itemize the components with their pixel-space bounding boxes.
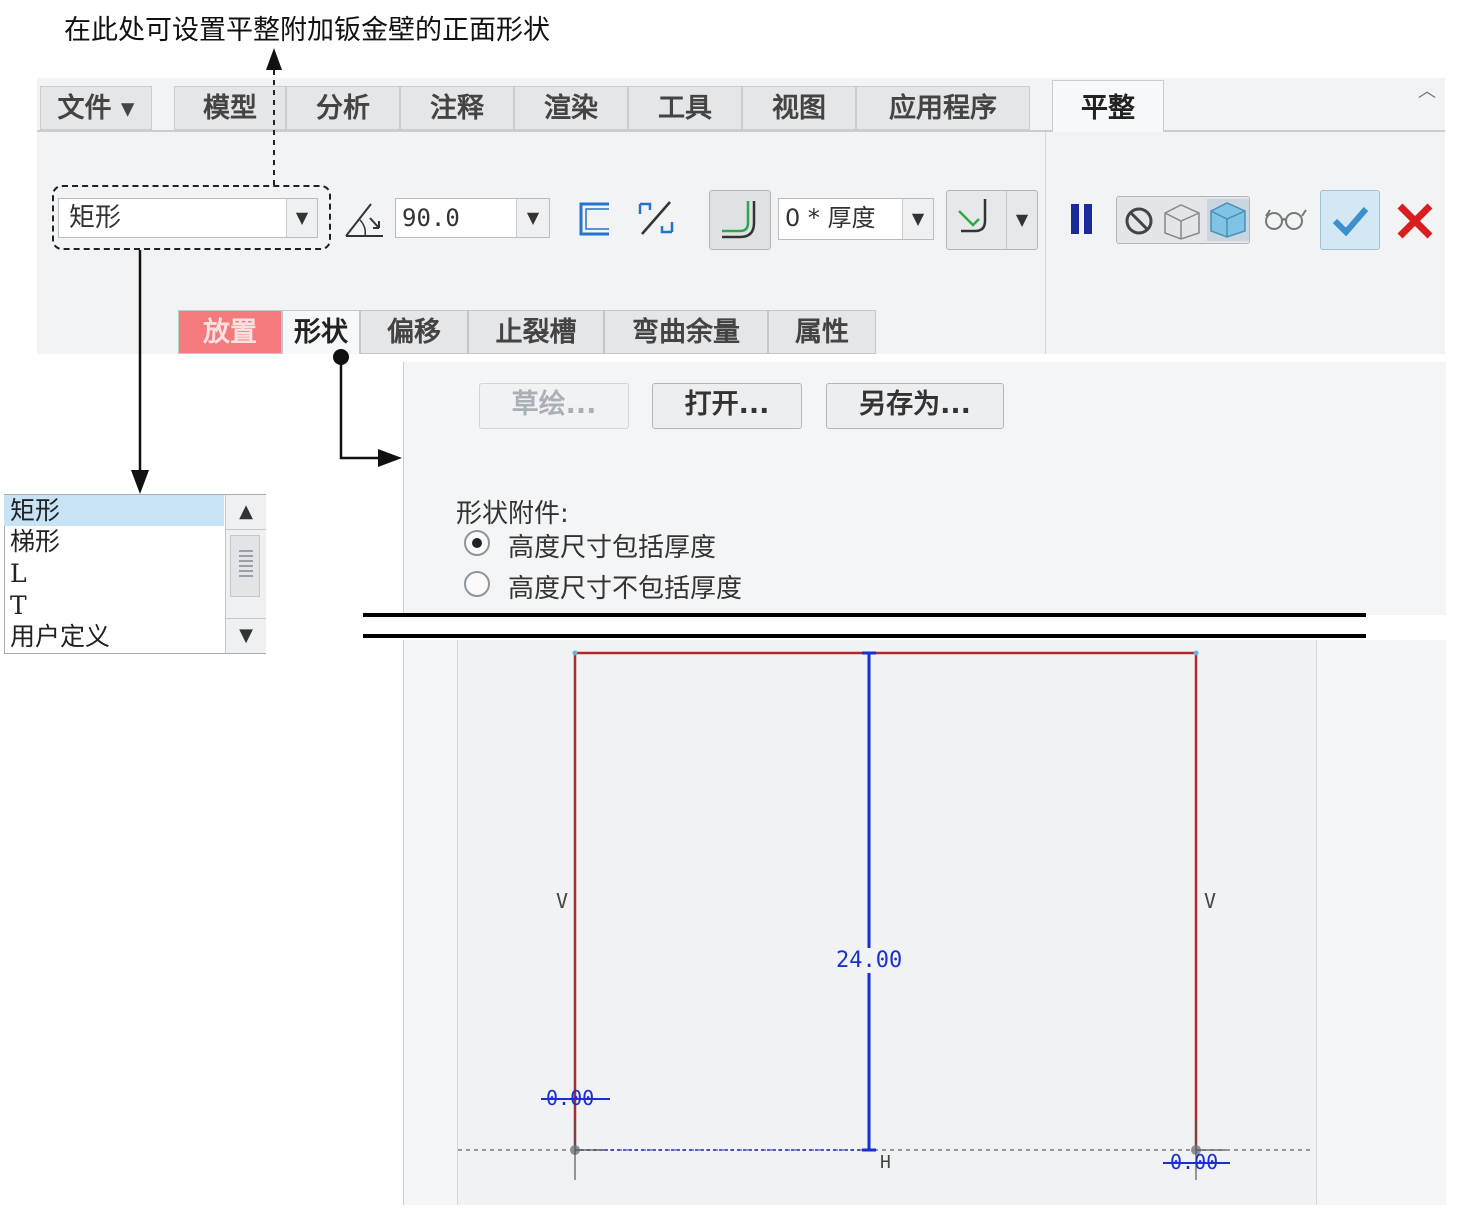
tab-annotate[interactable]: 注释 xyxy=(400,86,514,130)
radio-include-thickness-label: 高度尺寸包括厚度 xyxy=(508,533,717,563)
chevron-down-icon[interactable]: ▼ xyxy=(516,199,549,237)
angle-icon xyxy=(343,196,387,240)
confirm-button[interactable] xyxy=(1320,190,1380,250)
list-scrollbar[interactable]: ▲ ▼ xyxy=(225,495,266,653)
radio-exclude-thickness-label: 高度尺寸不包括厚度 xyxy=(508,574,743,604)
angle-combo[interactable]: 90.0 ▼ xyxy=(395,198,550,238)
checkmark-icon xyxy=(1332,207,1369,237)
no-preview-icon[interactable] xyxy=(1121,203,1157,239)
right-offset-dimension[interactable]: 0.00 xyxy=(1170,1150,1219,1174)
verify-glasses-icon[interactable] xyxy=(1262,204,1308,234)
break-line-top xyxy=(363,613,1366,617)
vertical-constraint-right: V xyxy=(1204,889,1217,913)
flip-thickness-icon[interactable] xyxy=(636,198,676,238)
tab-underline xyxy=(37,130,1445,132)
subtab-offset[interactable]: 偏移 xyxy=(360,310,468,354)
tab-tools[interactable]: 工具 xyxy=(628,86,742,130)
bend-radius-icon xyxy=(722,201,756,239)
shape-combo-value: 矩形 xyxy=(69,203,122,233)
cancel-button[interactable] xyxy=(1392,198,1438,244)
chevron-down-icon[interactable]: ▼ xyxy=(1006,191,1037,249)
collapse-ribbon-icon[interactable]: ︿ xyxy=(1418,81,1436,102)
open-button[interactable]: 打开... xyxy=(652,383,802,429)
sketch-button[interactable]: 草绘... xyxy=(479,383,629,429)
vertical-constraint-left: V xyxy=(556,889,569,913)
sketch-canvas[interactable] xyxy=(457,640,1317,1205)
callout-shape-arrow xyxy=(339,357,380,460)
dimension-side-icon xyxy=(958,199,987,233)
subtab-properties[interactable]: 属性 xyxy=(768,310,876,354)
list-item[interactable]: 用户定义 xyxy=(10,622,111,651)
radius-value: 0 * 厚度 xyxy=(785,204,876,232)
chevron-down-icon[interactable]: ▼ xyxy=(902,199,933,239)
tab-render[interactable]: 渲染 xyxy=(514,86,628,130)
subtab-shape[interactable]: 形状 xyxy=(282,310,360,354)
list-item[interactable]: 矩形 xyxy=(4,495,224,526)
save-as-button[interactable]: 另存为... xyxy=(826,383,1004,429)
corner-point xyxy=(1193,650,1199,656)
shaded-preview-icon[interactable] xyxy=(1207,199,1249,241)
tab-view[interactable]: 视图 xyxy=(742,86,856,130)
scroll-up-icon[interactable]: ▲ xyxy=(226,495,266,530)
profile-outline xyxy=(573,651,1198,1150)
horizontal-constraint-bottom: H xyxy=(880,1152,891,1173)
list-item[interactable]: L xyxy=(10,559,27,588)
tab-file[interactable]: 文件 ▾ xyxy=(40,86,152,130)
bracket-profile-icon[interactable] xyxy=(576,200,614,238)
list-item[interactable]: T xyxy=(10,591,27,620)
shape-attachment-label: 形状附件: xyxy=(456,499,569,529)
wireframe-preview-icon[interactable] xyxy=(1161,201,1203,241)
dimension-side-button[interactable]: ▼ xyxy=(946,190,1038,250)
subtab-bend-allowance[interactable]: 弯曲余量 xyxy=(604,310,768,354)
close-icon xyxy=(1397,203,1433,239)
pause-icon[interactable] xyxy=(1068,202,1098,238)
tab-model[interactable]: 模型 xyxy=(174,86,286,130)
left-offset-dimension[interactable]: 0.00 xyxy=(546,1086,595,1110)
scroll-thumb[interactable] xyxy=(230,535,260,597)
subtab-placement[interactable]: 放置 xyxy=(178,310,282,354)
height-dimension-value[interactable]: 24.00 xyxy=(836,948,903,973)
tab-flat[interactable]: 平整 xyxy=(1052,80,1164,132)
corner-point xyxy=(572,650,578,656)
chevron-down-icon[interactable]: ▼ xyxy=(286,199,317,237)
angle-value: 90.0 xyxy=(402,204,460,232)
preview-toggle-group xyxy=(1116,196,1250,244)
break-line-bottom xyxy=(363,634,1366,638)
tab-analysis[interactable]: 分析 xyxy=(286,86,400,130)
ribbon-separator xyxy=(1045,132,1046,354)
radio-include-thickness[interactable] xyxy=(464,530,490,556)
subtab-relief[interactable]: 止裂槽 xyxy=(468,310,604,354)
tab-applications[interactable]: 应用程序 xyxy=(856,86,1030,130)
bend-radius-toggle[interactable] xyxy=(709,190,771,250)
callout-dashed-box xyxy=(52,185,331,250)
radio-exclude-thickness[interactable] xyxy=(464,571,490,597)
radius-value-combo[interactable]: 0 * 厚度 ▼ xyxy=(778,198,934,240)
scroll-down-icon[interactable]: ▼ xyxy=(226,618,266,653)
list-item[interactable]: 梯形 xyxy=(10,527,61,556)
shape-combo[interactable]: 矩形 ▼ xyxy=(58,198,318,238)
annotation-title: 在此处可设置平整附加钣金壁的正面形状 xyxy=(64,15,550,46)
